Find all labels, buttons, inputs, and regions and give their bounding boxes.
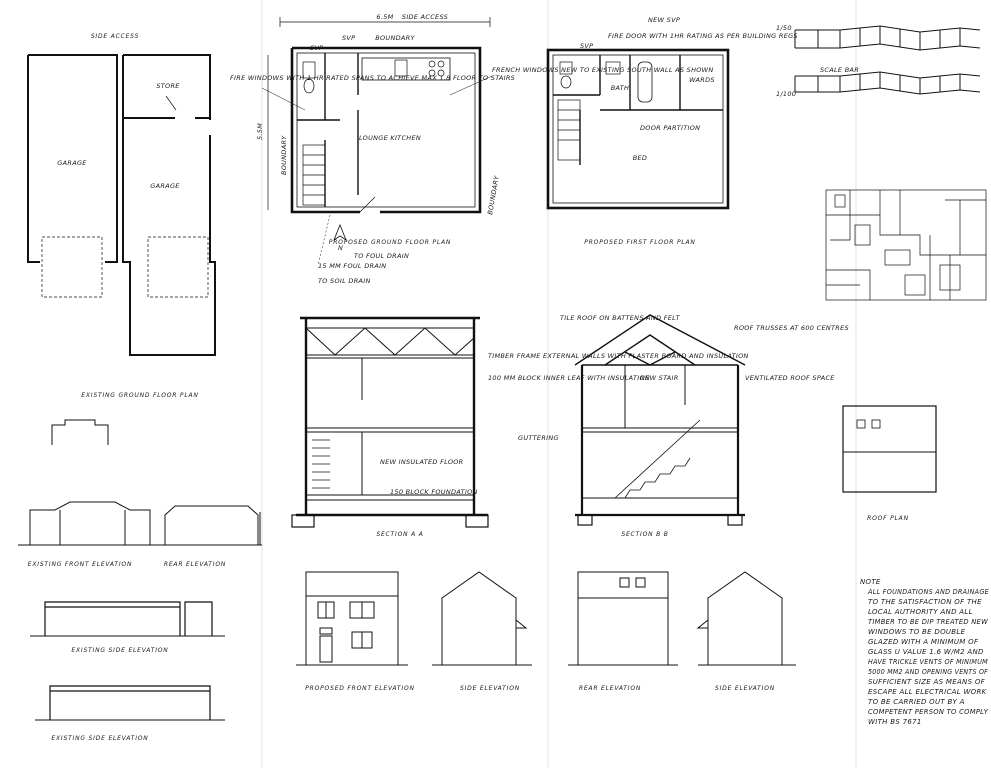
- boundary-right-label: BOUNDARY: [486, 174, 501, 215]
- bb-annotation-1: TILE ROOF ON BATTENS AND FELT: [560, 314, 681, 322]
- notes-heading: NOTE: [860, 578, 881, 586]
- annotation-door-partition: DOOR PARTITION: [640, 124, 700, 132]
- bb-annotation-5: GUTTERING: [518, 434, 559, 442]
- caption-roof-plan: ROOF PLAN: [867, 515, 909, 522]
- bb-annotation-3: VENTILATED ROOF SPACE: [745, 374, 835, 382]
- aa-annotation-3: NEW INSULATED FLOOR: [380, 458, 463, 466]
- drain-label-1: TO FOUL DRAIN: [354, 252, 409, 260]
- caption-existing-front: EXISTING FRONT ELEVATION: [28, 561, 133, 568]
- bb-annotation-2: ROOF TRUSSES AT 600 CENTRES: [734, 324, 849, 332]
- room-bath: BATH: [611, 84, 630, 92]
- paper-folds: [261, 0, 857, 768]
- first-tag-svp: SVP: [580, 42, 593, 50]
- notes-line: SUFFICIENT SIZE AS MEANS OF: [868, 678, 986, 686]
- room-store: STORE: [156, 82, 180, 90]
- notes-line: GLAZED WITH A MINIMUM OF: [868, 638, 979, 646]
- scale-bar-label: SCALE BAR: [820, 66, 859, 74]
- dimension-note: SIDE ACCESS: [402, 13, 448, 21]
- caption-section-aa: SECTION A A: [376, 531, 423, 538]
- notes-line: HAVE TRICKLE VENTS OF MINIMUM: [868, 658, 988, 666]
- caption-existing-ground: EXISTING GROUND FLOOR PLAN: [81, 392, 198, 399]
- drain-label-2: TO SOIL DRAIN: [318, 277, 371, 285]
- aa-annotation-4: 150 BLOCK FOUNDATION: [390, 488, 478, 496]
- proposed-first-floor-plan: SVP BED BATH WARDS NEW SVP DOOR PARTITIO…: [546, 16, 798, 246]
- annotation-foul-drain: 15 MM FOUL DRAIN: [318, 262, 386, 270]
- room-bed: BED: [633, 154, 647, 162]
- caption-proposed-first: PROPOSED FIRST FLOOR PLAN: [584, 239, 695, 246]
- notes-line: ALL FOUNDATIONS AND DRAINAGE: [867, 588, 989, 596]
- annotation-new-svp: NEW SVP: [648, 16, 680, 24]
- notes-line: TO THE SATISFACTION OF THE: [868, 598, 982, 606]
- annotation-french-windows: FRENCH WINDOWS NEW TO EXISTING SOUTH WAL…: [492, 66, 714, 74]
- aa-annotation-2: 100 MM BLOCK INNER LEAF WITH INSULATION: [488, 374, 650, 382]
- caption-section-bb: SECTION B B: [621, 531, 668, 538]
- room-garage-left: GARAGE: [57, 159, 87, 167]
- side-dimension-label: 5.5M: [256, 123, 264, 140]
- roof-plan: ROOF PLAN: [842, 405, 937, 522]
- scale-label-1-100: 1/100: [776, 90, 796, 98]
- north-arrow-label: N: [338, 244, 343, 252]
- proposed-elevations: PROPOSED FRONT ELEVATION SIDE ELEVATION …: [296, 571, 796, 692]
- notes-line: COMPETENT PERSON TO COMPLY: [868, 708, 988, 716]
- caption-existing-side-2: EXISTING SIDE ELEVATION: [51, 735, 148, 742]
- notes-line: LOCAL AUTHORITY AND ALL: [868, 608, 973, 616]
- notes-line: GLASS U VALUE 1.6 W/M2 AND: [868, 648, 984, 656]
- room-garage-right: GARAGE: [150, 182, 180, 190]
- boundary-top-label: BOUNDARY: [375, 34, 415, 42]
- location-plan: [825, 189, 987, 301]
- existing-ground-floor-plan: SIDE ACCESS GARAGE GARAGE STORE EXISTING…: [27, 33, 216, 399]
- caption-proposed-side-1: SIDE ELEVATION: [460, 685, 520, 692]
- caption-proposed-side-2: SIDE ELEVATION: [715, 685, 775, 692]
- annotation-fire-windows: FIRE WINDOWS WITH 1 HR RATED SPANS TO AC…: [230, 74, 515, 82]
- scale-bars: 1/50 SCALE BAR 1/100: [776, 24, 981, 98]
- scale-label-1-50: 1/50: [776, 24, 792, 32]
- notes-line: WITH BS 7671: [868, 718, 922, 726]
- side-access-label: SIDE ACCESS: [91, 33, 139, 40]
- tag-svp-1: SVP: [310, 44, 323, 52]
- notes-line: 5000 MM2 AND OPENING VENTS OF: [868, 668, 989, 676]
- caption-proposed-ground: PROPOSED GROUND FLOOR PLAN: [329, 239, 451, 246]
- notes-line: ESCAPE ALL ELECTRICAL WORK: [868, 688, 988, 696]
- notes-block: NOTE ALL FOUNDATIONS AND DRAINAGE TO THE…: [860, 578, 989, 726]
- notes-line: WINDOWS TO BE DOUBLE: [868, 628, 966, 636]
- caption-proposed-front: PROPOSED FRONT ELEVATION: [305, 685, 415, 692]
- caption-existing-rear: REAR ELEVATION: [164, 561, 226, 568]
- caption-existing-side-1: EXISTING SIDE ELEVATION: [71, 647, 168, 654]
- tag-svp-2: SVP: [342, 34, 355, 42]
- notes-line: TO BE CARRIED OUT BY A: [868, 698, 965, 706]
- dimension-label: 6.5M: [376, 13, 393, 21]
- existing-elevations: EXISTING FRONT ELEVATION REAR ELEVATION …: [18, 419, 262, 742]
- section-bb: TILE ROOF ON BATTENS AND FELT ROOF TRUSS…: [518, 314, 849, 538]
- room-wards: WARDS: [689, 76, 715, 84]
- bb-annotation-4: NEW STAIR: [640, 374, 679, 382]
- boundary-left-label: BOUNDARY: [280, 135, 288, 175]
- annotation-fire-door: FIRE DOOR WITH 1HR RATING AS PER BUILDIN…: [608, 32, 798, 40]
- caption-proposed-rear: REAR ELEVATION: [579, 685, 641, 692]
- notes-line: TIMBER TO BE DIP TREATED NEW: [868, 618, 989, 626]
- room-lounge-kitchen: LOUNGE KITCHEN: [359, 134, 421, 142]
